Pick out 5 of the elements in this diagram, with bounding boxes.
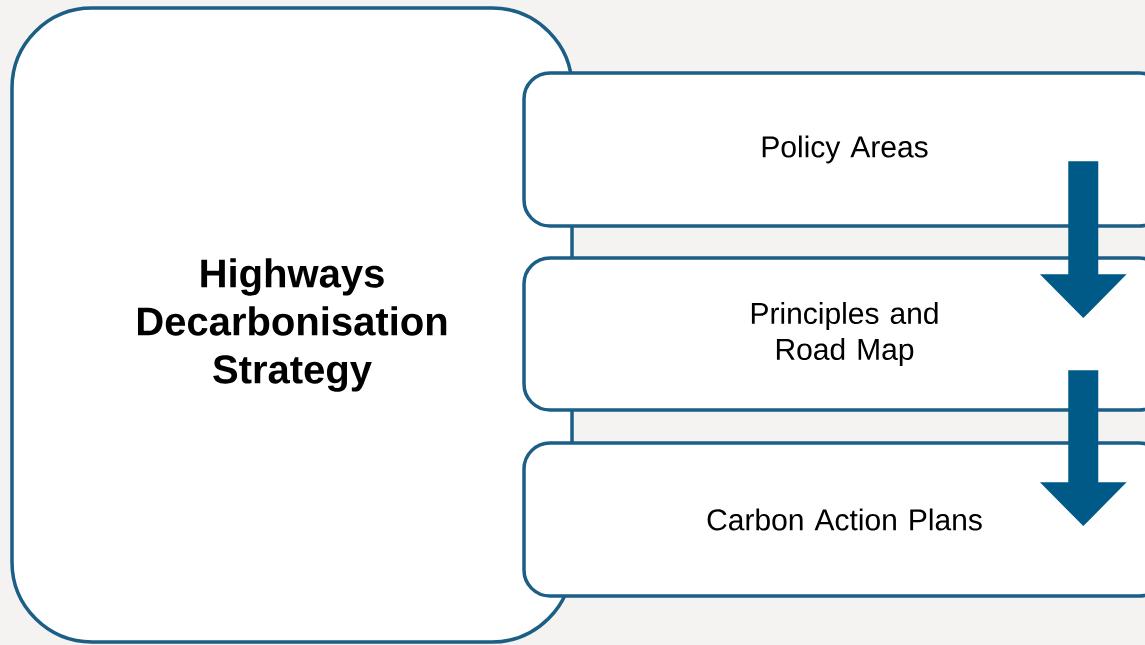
process-box: Principles and Road Map — [522, 256, 1145, 412]
strategy-box: Highways Decarbonisation Strategy — [10, 6, 574, 644]
node-label: Highways Decarbonisation Strategy — [137, 258, 447, 392]
process-box: Policy Areas — [522, 71, 1145, 228]
process-box: Carbon Action Plans — [522, 441, 1145, 598]
